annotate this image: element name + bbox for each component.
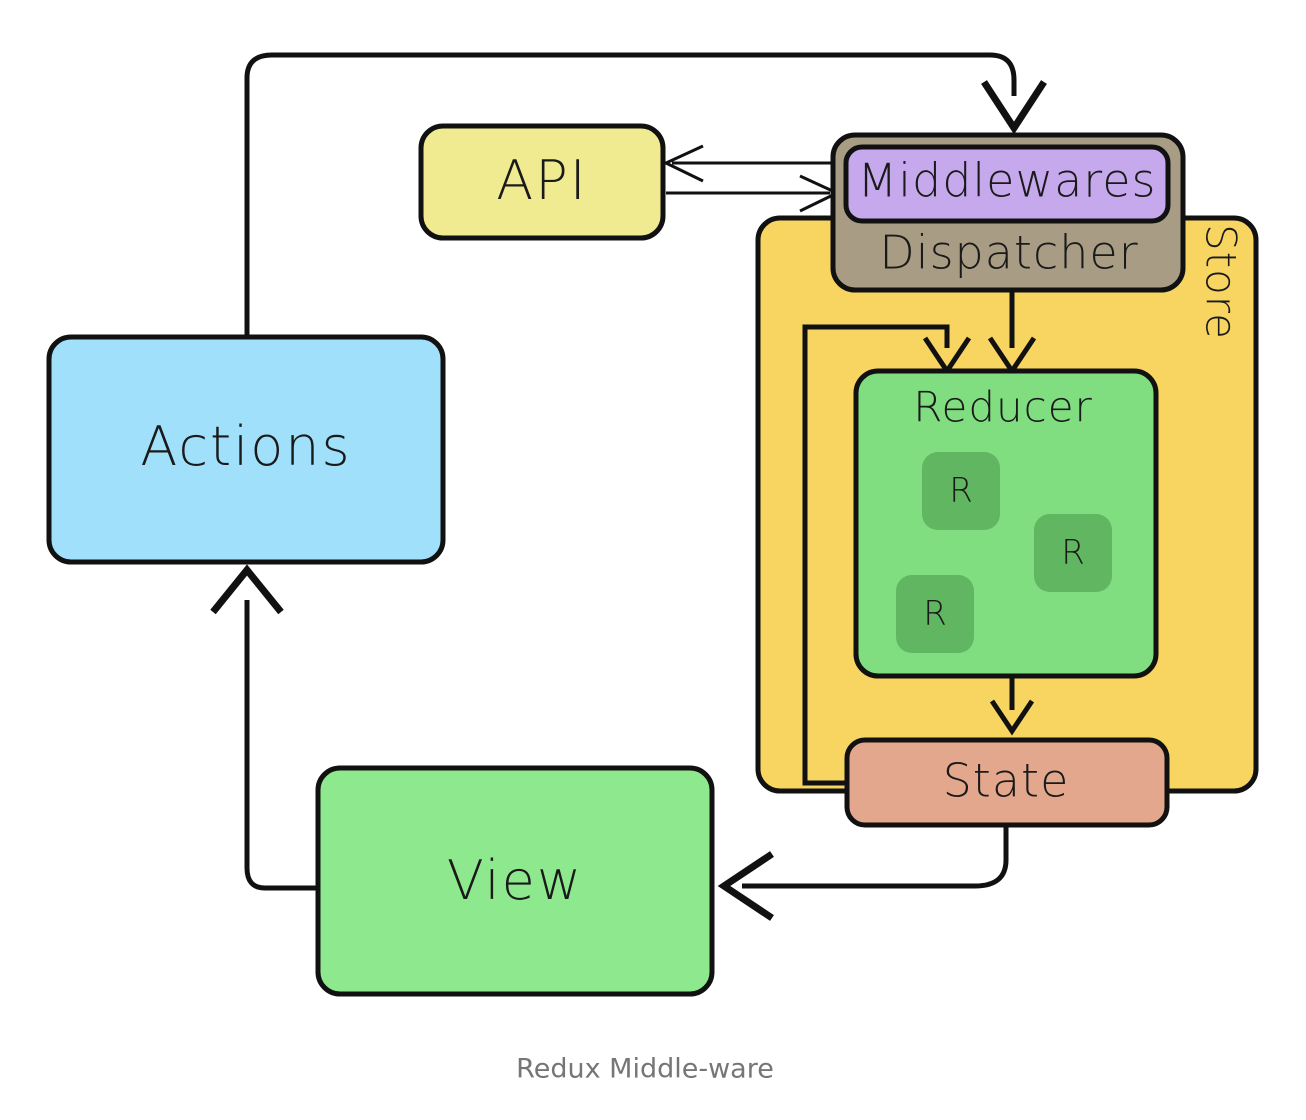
reducer-item-2[interactable]: R — [896, 575, 974, 653]
edge-state-to-view — [717, 825, 1009, 921]
edge-actions-to-middlewares — [244, 52, 1047, 345]
middlewares-box — [843, 144, 1171, 224]
state-box — [844, 737, 1170, 828]
middlewares-label: Middlewares — [858, 154, 1157, 208]
reducer-item-label: R — [1061, 533, 1085, 573]
reducer-item-label: R — [923, 594, 947, 634]
reducer-item-box — [896, 575, 974, 653]
edge-api-to-middlewares — [666, 174, 841, 213]
edge-view-to-actions — [210, 564, 318, 891]
reducer-item-1[interactable]: R — [1034, 514, 1112, 592]
store-label: Store — [1197, 224, 1246, 340]
state-label: State — [943, 754, 1070, 808]
view-label: View — [447, 849, 583, 912]
reducer-item-box — [922, 452, 1000, 530]
actions-label: Actions — [140, 415, 351, 478]
reducer-item-label: R — [949, 471, 973, 511]
diagram-caption: Redux Middle-ware — [516, 1054, 774, 1085]
reducer-label: Reducer — [913, 383, 1093, 432]
node-actions[interactable]: Actions — [46, 334, 446, 565]
edge-middlewares-to-api — [662, 144, 836, 183]
node-view[interactable]: View — [315, 765, 715, 997]
dispatcher-label: Dispatcher — [879, 226, 1138, 280]
node-api[interactable]: API — [418, 123, 666, 241]
reducer-item-box — [1034, 514, 1112, 592]
view-box — [315, 765, 715, 997]
edge-reducer-to-state — [989, 676, 1035, 736]
node-reducer[interactable]: Reducer R R R — [853, 368, 1159, 679]
node-state[interactable]: State — [844, 737, 1170, 828]
node-middlewares[interactable]: Middlewares — [843, 144, 1171, 224]
api-box — [418, 123, 666, 241]
actions-box — [46, 334, 446, 565]
reducer-item-0[interactable]: R — [922, 452, 1000, 530]
api-label: API — [496, 149, 587, 212]
